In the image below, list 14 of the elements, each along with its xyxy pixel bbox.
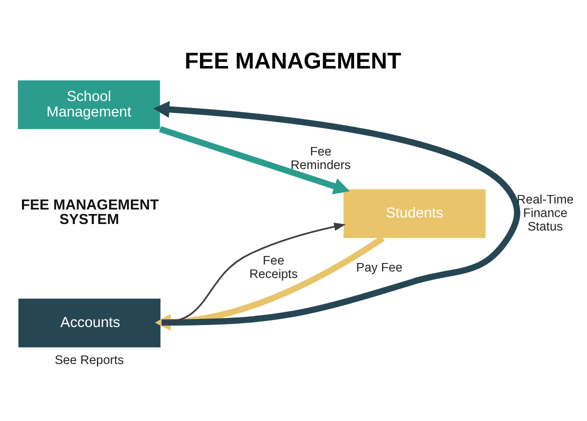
node-label: See Reports (54, 353, 124, 368)
arrow (154, 235, 385, 331)
edge-label: Fee Receipts (249, 254, 298, 282)
arrow (159, 126, 350, 194)
edge-label: Pay Fee (356, 260, 402, 274)
arrow (161, 222, 346, 324)
node-box: Students (344, 189, 486, 238)
edge-label: Fee Reminders (290, 144, 351, 172)
node-box: Accounts (18, 298, 160, 348)
label: FEE MANAGEMENT SYSTEM (20, 198, 159, 228)
diagram-title: FEE MANAGEMENT (184, 48, 402, 74)
arrow (153, 101, 520, 326)
node-box: School Management (18, 80, 160, 130)
edge-label: Real-Time Finance Status (516, 192, 574, 234)
